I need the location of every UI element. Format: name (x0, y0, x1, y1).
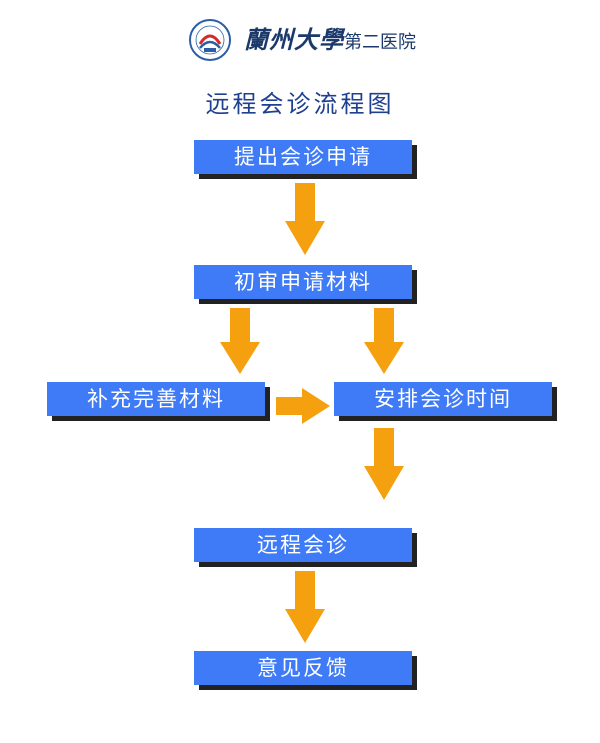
university-name: 蘭州大學 (244, 25, 344, 54)
step-feedback: 意见反馈 (194, 651, 412, 685)
header: 蘭州大學第二医院 (188, 18, 428, 62)
page-title: 远程会诊流程图 (205, 90, 395, 118)
step-schedule-time: 安排会诊时间 (334, 382, 552, 416)
arrow-down-icon (285, 571, 325, 643)
step-remote-consultation: 远程会诊 (194, 528, 412, 562)
arrow-right-icon (276, 388, 330, 424)
department-name: 第二医院 (344, 32, 416, 53)
step-supplement-materials: 补充完善材料 (47, 382, 265, 416)
arrow-down-icon (220, 308, 260, 374)
arrow-down-icon (285, 183, 325, 255)
step-submit-request: 提出会诊申请 (194, 140, 412, 174)
hospital-logo-icon (189, 19, 231, 61)
arrow-down-icon (364, 308, 404, 374)
arrow-down-icon (364, 428, 404, 500)
step-review-materials: 初审申请材料 (194, 265, 412, 299)
hospital-name: 蘭州大學第二医院 (244, 26, 416, 57)
